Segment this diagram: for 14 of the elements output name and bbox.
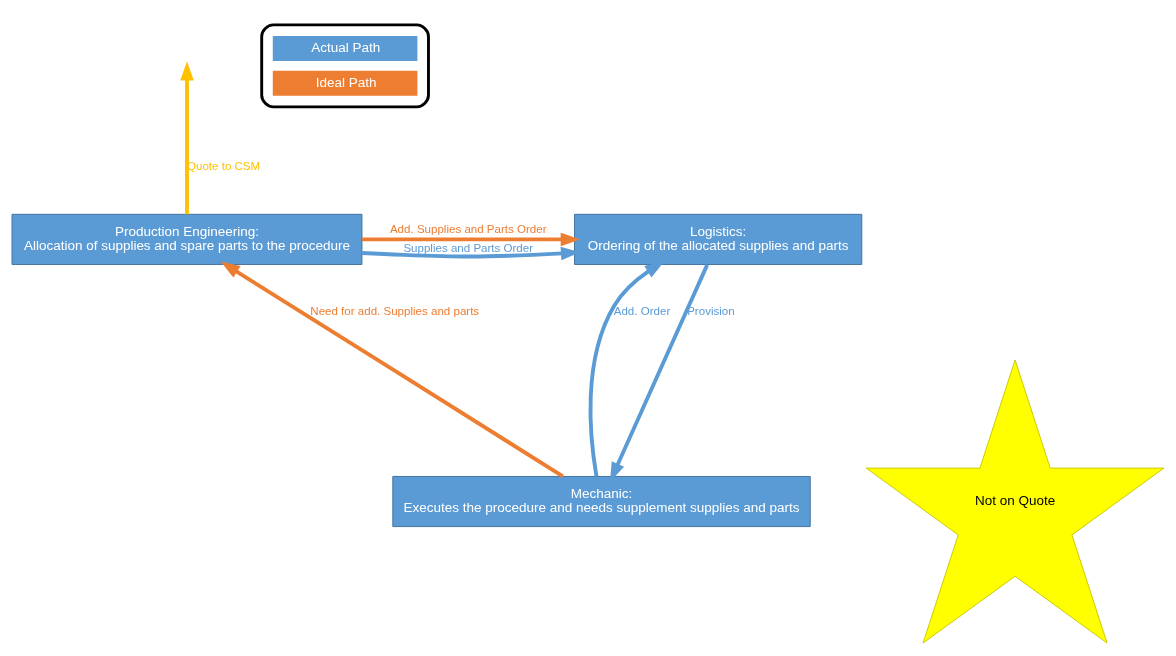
node-box: Mechanic: Executes the procedure and needs supplement supplies and parts <box>392 475 811 528</box>
edge-label: Need for add. Supplies and parts <box>310 305 480 318</box>
edge-label: Add. Order <box>613 305 671 318</box>
arrow <box>588 261 665 477</box>
arrow <box>362 232 581 247</box>
arrow <box>220 261 564 478</box>
node-box: Logistics: Ordering of the allocated supplies and parts <box>574 213 863 265</box>
legend-label: Actual Path <box>311 40 381 56</box>
edge-label: Add. Supplies and Parts Order <box>389 223 547 236</box>
edge-label: Supplies and Parts Order <box>403 241 534 254</box>
arrow <box>180 61 194 215</box>
node-box: Production Engineering: Allocation of supplies and spare parts to the procedure <box>11 213 363 265</box>
legend-label: Ideal Path <box>315 74 377 90</box>
edge-label: Provision <box>687 305 735 318</box>
